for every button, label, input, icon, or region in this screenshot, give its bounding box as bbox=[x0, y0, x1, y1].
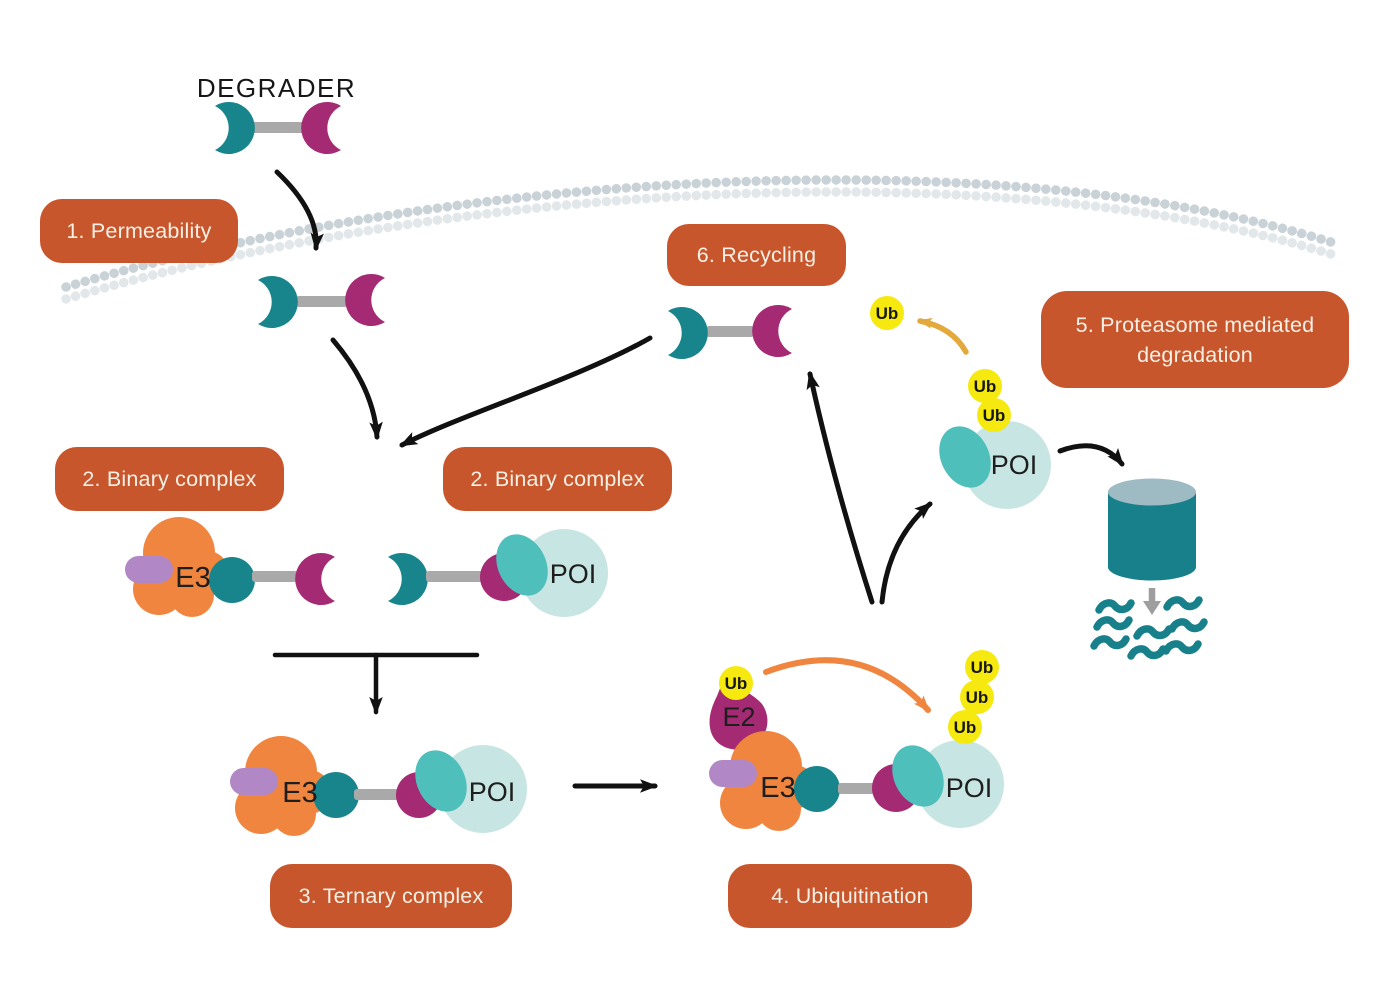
arrow-to-degradation bbox=[879, 501, 933, 605]
arrow-permeability bbox=[274, 169, 324, 251]
degradation-arrow-head bbox=[1143, 601, 1161, 615]
peptide-squiggle bbox=[1097, 620, 1129, 627]
peptide-squiggle bbox=[1172, 622, 1204, 629]
cell-membrane bbox=[61, 175, 1339, 304]
peptide-squiggle bbox=[1166, 644, 1198, 651]
step5-line1: 5. Proteasome mediated bbox=[1075, 312, 1315, 337]
poi-label: POI bbox=[991, 450, 1038, 480]
recruiting-pill bbox=[709, 760, 757, 787]
peptide-squiggle bbox=[1137, 629, 1169, 636]
degrader-title: DEGRADER bbox=[196, 73, 357, 103]
degrader-molecule-extracellular bbox=[215, 102, 341, 154]
linker-bar bbox=[252, 571, 298, 582]
ub-label: Ub bbox=[876, 304, 899, 323]
e3-label: E3 bbox=[175, 562, 210, 594]
peptide-squiggle bbox=[1167, 600, 1199, 607]
step5-line2: degradation bbox=[1137, 342, 1253, 367]
peptide-squiggle bbox=[1094, 639, 1126, 646]
recruiting-pill bbox=[230, 768, 278, 795]
linker-bar bbox=[426, 571, 488, 582]
ub-tag bbox=[719, 666, 753, 700]
ub-tag bbox=[977, 398, 1011, 432]
ub-label: Ub bbox=[725, 674, 748, 693]
proteasome-barrel bbox=[1108, 492, 1196, 581]
poi-label: POI bbox=[469, 777, 516, 807]
free-ubiquitin: Ub bbox=[870, 296, 904, 330]
flow-arrows bbox=[274, 169, 1125, 793]
poi-label: POI bbox=[946, 773, 993, 803]
linker-bar bbox=[296, 296, 348, 307]
e3-label: E3 bbox=[282, 777, 317, 809]
ub-label: Ub bbox=[974, 377, 997, 396]
teal-warhead-icon bbox=[388, 553, 428, 605]
teal-warhead-bound bbox=[209, 557, 255, 603]
poi-binary-complex: POI bbox=[388, 525, 608, 617]
degrader-molecule-recycled bbox=[668, 305, 792, 359]
ubiquitination-complex: E2 Ub E3 POI Ub Ub Ub bbox=[709, 650, 1004, 831]
step-badge-ubiquitination: 4. Ubiquitination bbox=[728, 864, 972, 928]
peptide-squiggle bbox=[1099, 603, 1131, 610]
ub-label: Ub bbox=[954, 718, 977, 737]
teal-warhead-bound bbox=[794, 766, 840, 812]
arrow-to-recycling bbox=[806, 371, 875, 605]
teal-warhead-bound bbox=[313, 772, 359, 818]
teal-warhead-icon bbox=[215, 102, 255, 154]
peptide-squiggle bbox=[1131, 649, 1163, 656]
ub-label: Ub bbox=[983, 406, 1006, 425]
ternary-complex: E3 POI bbox=[230, 736, 527, 836]
step-badge-proteasome-degradation: 5. Proteasome mediated degradation bbox=[1041, 291, 1349, 388]
step-badge-permeability: 1. Permeability bbox=[40, 199, 238, 263]
e3-label: E3 bbox=[760, 772, 795, 804]
arrow-recycle-return bbox=[399, 335, 653, 448]
ub-tag bbox=[948, 710, 982, 744]
arrow-poi-to-proteasome bbox=[1057, 443, 1125, 467]
ub-tag bbox=[968, 369, 1002, 403]
proteasome-lid bbox=[1108, 478, 1196, 506]
ub-tag bbox=[960, 680, 994, 714]
magenta-warhead-icon bbox=[295, 553, 335, 605]
step-badge-binary-complex-e3: 2. Binary complex bbox=[55, 447, 284, 511]
magenta-warhead-icon bbox=[301, 102, 341, 154]
recruiting-pill bbox=[125, 556, 173, 583]
arrow-ub-transfer bbox=[763, 657, 931, 713]
ub-label: Ub bbox=[966, 688, 989, 707]
membrane-outer-leaflet bbox=[61, 175, 1339, 292]
step-badge-recycling: 6. Recycling bbox=[667, 224, 846, 286]
e2-label: E2 bbox=[722, 702, 755, 732]
degrader-molecule-intracellular bbox=[258, 274, 385, 328]
linker-bar bbox=[706, 326, 754, 337]
ubiquitinated-poi: POI Ub Ub bbox=[929, 369, 1051, 509]
magenta-warhead-icon bbox=[345, 274, 385, 326]
arrow-to-binary bbox=[330, 337, 383, 440]
e3-binary-complex: E3 bbox=[125, 517, 335, 617]
linker-bar bbox=[251, 122, 305, 133]
ub-tag bbox=[965, 650, 999, 684]
teal-warhead-icon bbox=[258, 276, 298, 328]
step-badge-ternary-complex: 3. Ternary complex bbox=[270, 864, 512, 928]
combination-junction bbox=[272, 652, 480, 715]
teal-warhead-icon bbox=[668, 307, 708, 359]
magenta-warhead-icon bbox=[752, 305, 792, 357]
ub-label: Ub bbox=[971, 658, 994, 677]
proteasome-icon bbox=[1108, 478, 1196, 615]
membrane-inner-leaflet bbox=[61, 187, 1339, 304]
ub-tag bbox=[870, 296, 904, 330]
arrow-ub-release bbox=[917, 317, 969, 355]
poi-label: POI bbox=[550, 559, 597, 589]
linker-bar bbox=[354, 789, 406, 800]
step-badge-binary-complex-poi: 2. Binary complex bbox=[443, 447, 672, 511]
